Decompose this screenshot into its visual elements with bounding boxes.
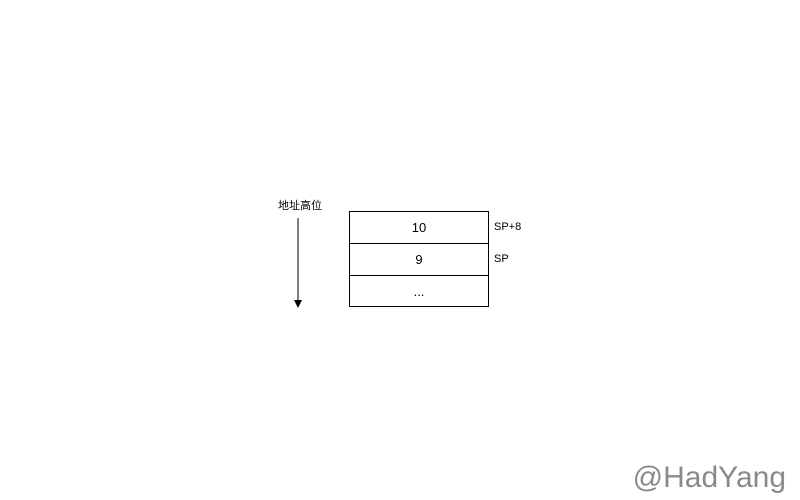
stack-pointer-label-sp: SP: [494, 253, 509, 265]
address-high-label: 地址高位: [278, 200, 322, 212]
address-direction-arrow: [294, 218, 302, 308]
stack-cell: 9: [350, 244, 488, 276]
stack-cell: 10: [350, 212, 488, 244]
stack-block: 10 9 ...: [349, 211, 489, 307]
watermark: @HadYang: [632, 461, 786, 494]
stack-cell: ...: [413, 284, 425, 299]
stack-pointer-label-sp-plus-8: SP+8: [494, 221, 522, 233]
